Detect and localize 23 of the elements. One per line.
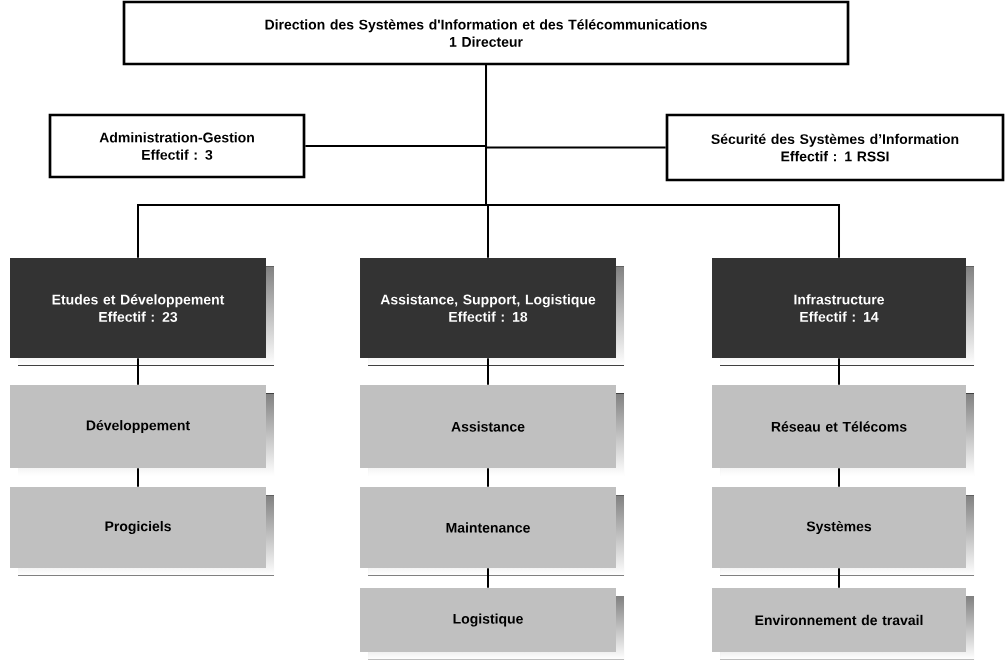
connector-line — [838, 357, 840, 386]
team-box: Maintenance — [360, 487, 624, 576]
team-box: Progiciels — [10, 487, 274, 576]
director-box: Direction des Systèmes d'Information et des Télécommunications 1 Directeur — [122, 0, 850, 66]
staff-box: Sécurité des Systèmes d’Information Effectif : 1 RSSI — [665, 113, 1005, 182]
department-box: Assistance, Support, Logistique Effectif : 18 — [360, 258, 624, 366]
staff-box: Administration-Gestion Effectif : 3 — [48, 113, 306, 179]
connector-line — [838, 467, 840, 488]
connector-line — [487, 357, 489, 386]
connector-line — [137, 357, 139, 386]
team-box: Développement — [10, 385, 274, 476]
team-box: Logistique — [360, 588, 624, 660]
team-box: Assistance — [360, 385, 624, 476]
connector-line — [487, 567, 489, 589]
connector-line — [137, 467, 139, 488]
department-box: Etudes et Développement Effectif : 23 — [10, 258, 274, 366]
department-box: Infrastructure Effectif : 14 — [712, 258, 974, 366]
team-box: Réseau et Télécoms — [712, 385, 974, 476]
team-box: Systèmes — [712, 487, 974, 576]
connector-line — [487, 467, 489, 488]
team-box: Environnement de travail — [712, 588, 974, 660]
connector-line — [485, 64, 840, 259]
connector-line — [838, 567, 840, 589]
